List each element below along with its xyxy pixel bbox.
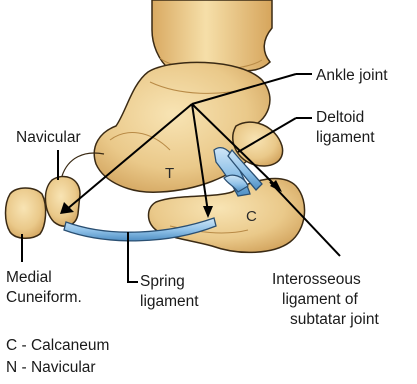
label-spring-line2: ligament	[140, 293, 199, 310]
label-interosseous-line1: Interosseous	[272, 271, 361, 288]
label-navicular: Navicular	[16, 129, 81, 146]
abbreviation-legend: C - Calcaneum N - Navicular	[6, 337, 109, 376]
label-ankle-joint: Ankle joint	[316, 67, 388, 84]
label-deltoid-line1: Deltoid	[316, 109, 364, 126]
legend-item-calcaneum: C - Calcaneum	[6, 337, 109, 354]
medial-cuneiform-bone	[6, 188, 46, 238]
legend-item-navicular: N - Navicular	[6, 359, 96, 376]
label-deltoid-line2: ligament	[316, 129, 375, 146]
label-spring-line1: Spring	[140, 273, 185, 290]
label-medial-cuneiform-line1: Medial	[6, 269, 52, 286]
calcaneum-letter: C	[246, 208, 257, 225]
label-interosseous-line3: subtatar joint	[290, 311, 379, 328]
label-interosseous-line2: ligament of	[282, 291, 359, 308]
tibia-bone	[152, 0, 272, 71]
talus-letter: T	[165, 165, 174, 182]
label-medial-cuneiform-line2: Cuneiform.	[6, 289, 82, 306]
